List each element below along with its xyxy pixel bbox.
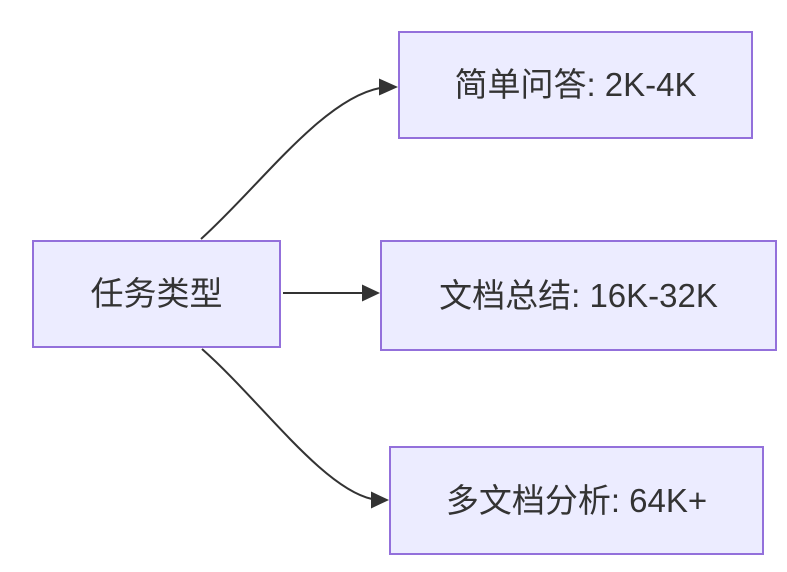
node-doc-summary-label: 文档总结: 16K-32K — [439, 276, 718, 314]
edge-root-to-branch-0 — [200, 87, 381, 240]
node-simple-qa: 简单问答: 2K-4K — [398, 31, 753, 139]
node-task-type-label: 任务类型 — [90, 275, 223, 313]
arrowhead-branch-1-icon — [362, 284, 380, 302]
node-task-type: 任务类型 — [32, 240, 281, 348]
arrowhead-branch-0-icon — [379, 78, 398, 96]
node-multi-doc-analysis-label: 多文档分析: 64K+ — [445, 481, 708, 519]
arrowhead-branch-2-icon — [371, 491, 389, 509]
node-simple-qa-label: 简单问答: 2K-4K — [454, 66, 697, 104]
node-multi-doc-analysis: 多文档分析: 64K+ — [389, 446, 764, 555]
edge-root-to-branch-2 — [201, 348, 373, 500]
node-doc-summary: 文档总结: 16K-32K — [380, 240, 777, 351]
